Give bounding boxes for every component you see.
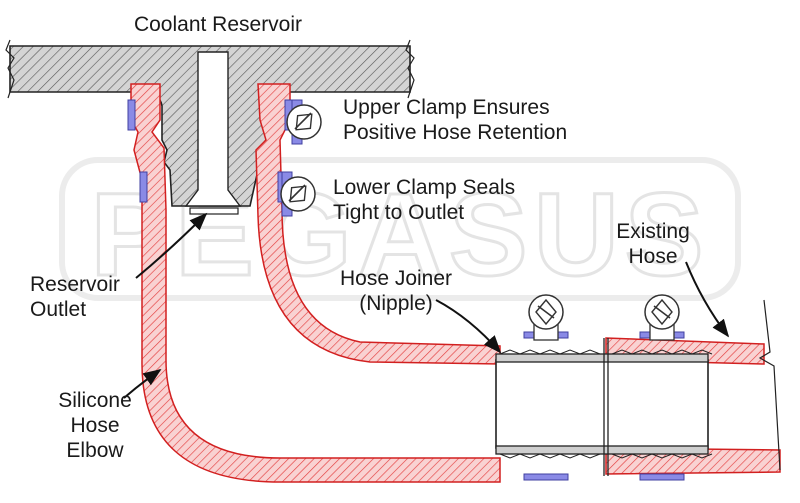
hose-joiner-label-line: (Nipple)	[359, 292, 433, 315]
lower-clamp-label: Lower Clamp Seals Tight to Outlet	[333, 175, 515, 225]
hose-clamp-icon	[280, 171, 316, 217]
hose-joiner-label-line: Hose Joiner	[339, 267, 453, 290]
reservoir-outlet-label: Reservoir Outlet	[30, 272, 120, 322]
hose-clamp-icon	[528, 294, 564, 341]
silicone-elbow-label-line: Elbow	[66, 439, 124, 462]
silicone-elbow-label-line: Silicone	[58, 389, 132, 412]
reservoir-title: Coolant Reservoir	[133, 13, 303, 36]
upper-clamp-label-line: Upper Clamp Ensures	[343, 96, 550, 119]
leader-arrow-icon	[123, 212, 730, 399]
silicone-elbow-label-line: Hose	[70, 414, 120, 437]
lower-clamp-label-line: Tight to Outlet	[333, 201, 465, 224]
lower-clamp-label-line: Lower Clamp Seals	[333, 176, 516, 199]
hose-joiner-nipple	[495, 338, 713, 476]
existing-hose-label-line: Hose	[628, 245, 678, 268]
existing-hose-label: Existing Hose	[594, 219, 712, 269]
hose-joiner-label: Hose Joiner (Nipple)	[316, 266, 476, 316]
reservoir-outlet-label-line: Reservoir	[30, 273, 120, 296]
upper-clamp-label-line: Positive Hose Retention	[343, 121, 568, 144]
reservoir-outlet-label-line: Outlet	[30, 298, 87, 321]
hose-clamp-icon	[644, 294, 680, 341]
upper-clamp-label: Upper Clamp Ensures Positive Hose Retent…	[343, 95, 567, 145]
existing-hose-label-line: Existing	[616, 220, 690, 243]
hose-clamp-icon	[286, 99, 322, 145]
silicone-elbow-label: Silicone Hose Elbow	[36, 388, 154, 463]
